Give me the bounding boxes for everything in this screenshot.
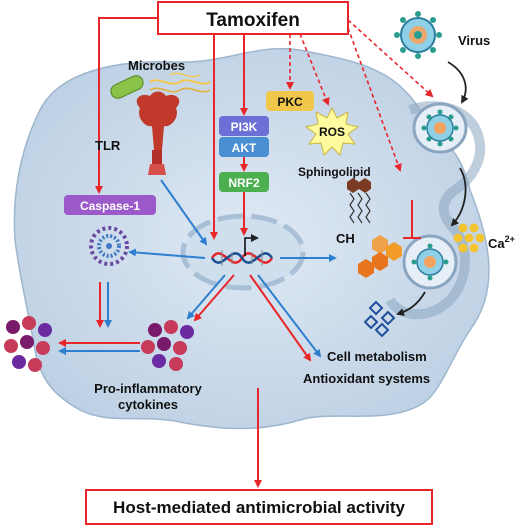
cell-metabolism-label: Cell metabolism — [327, 349, 427, 364]
virus-in-vesicle-top — [421, 109, 459, 147]
tlr-receptor-icon — [136, 91, 180, 175]
sphingolipid-label: Sphingolipid — [298, 165, 371, 179]
red-dashed-arrows — [286, 19, 434, 172]
pi3k-label: PI3K — [231, 120, 258, 134]
pkc-label: PKC — [277, 95, 303, 109]
sphingolipid-icon — [347, 178, 371, 224]
inflammasome-icon — [89, 226, 129, 266]
microbes-label: Microbes — [128, 58, 185, 73]
ros-burst-icon — [304, 106, 360, 156]
red-arrows — [58, 17, 312, 488]
calcium-ions-icon — [453, 223, 485, 253]
ros-label: ROS — [319, 125, 345, 139]
endosome-membrane — [385, 101, 486, 320]
virus-icon — [394, 11, 442, 59]
footer-box — [85, 489, 433, 525]
proinflam-label-line1: Pro-inflammatory — [94, 381, 202, 396]
cytokine-cluster-inside — [141, 320, 194, 371]
akt-box — [219, 137, 269, 157]
tlr-label: TLR — [95, 138, 121, 153]
pi3k-box — [219, 116, 269, 136]
dna-helix-icon — [210, 234, 274, 266]
virus-label: Virus — [458, 33, 490, 48]
proinflam-label-line2: cytokines — [118, 397, 178, 412]
caspase-box — [64, 195, 156, 215]
ca-superscript: 2+ — [505, 234, 515, 244]
black-arrows — [396, 61, 469, 316]
pkc-box — [266, 91, 314, 111]
virus-in-vesicle-bottom — [411, 243, 449, 281]
antioxidant-label: Antioxidant systems — [303, 371, 430, 386]
caspase-label: Caspase-1 — [80, 199, 140, 213]
degraded-virus-icon — [363, 300, 396, 338]
footer-text: Host-mediated antimicrobial activity — [113, 498, 405, 517]
ca-label: Ca2+ — [488, 234, 515, 251]
microbes-icon — [110, 72, 211, 99]
cytokine-cluster-outside — [4, 316, 52, 372]
ch-label: CH — [336, 231, 355, 246]
inhibition-line — [403, 200, 421, 239]
nrf2-box — [219, 172, 269, 192]
nrf2-label: NRF2 — [228, 176, 260, 190]
blue-arrows — [58, 179, 337, 358]
cholesterol-icon — [358, 235, 402, 278]
title-text: Tamoxifen — [206, 10, 300, 31]
akt-label: AKT — [232, 141, 257, 155]
